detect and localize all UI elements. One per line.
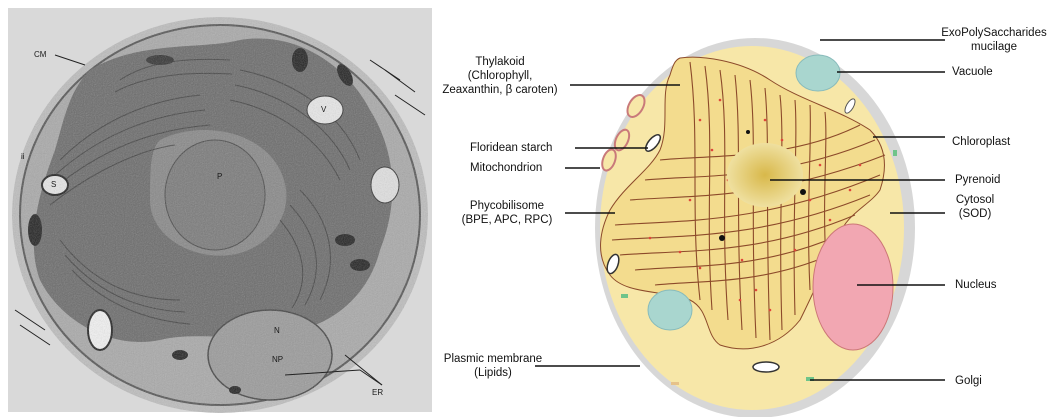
label-golgi: Golgi: [955, 374, 982, 388]
em-label-np: NP: [272, 355, 283, 364]
em-label-ii: ii: [21, 152, 25, 161]
label-cytosol: Cytosol (SOD): [935, 193, 1015, 221]
label-pyrenoid: Pyrenoid: [955, 173, 1000, 187]
vacuole-small: [648, 290, 692, 330]
label-thylakoid: Thylakoid (Chlorophyll, Zeaxanthin, β ca…: [425, 55, 575, 97]
label-chloroplast: Chloroplast: [952, 135, 1010, 149]
label-phycobilisome: Phycobilisome (BPE, APC, RPC): [448, 199, 566, 227]
em-label-v: V: [321, 105, 326, 114]
nucleus: [813, 224, 893, 350]
em-label-s: S: [51, 180, 56, 189]
label-exopolysaccharides: ExoPolySaccharides mucilage: [935, 26, 1053, 54]
schematic-cell: [595, 38, 915, 417]
em-label-n: N: [274, 326, 280, 335]
em-label-p: P: [217, 172, 222, 181]
pyrenoid: [727, 143, 803, 207]
label-floridean-starch: Floridean starch: [470, 141, 552, 155]
label-nucleus: Nucleus: [955, 278, 997, 292]
label-vacuole: Vacuole: [952, 65, 993, 79]
vacuole: [796, 55, 840, 91]
em-label-er: ER: [372, 388, 383, 397]
label-mitochondrion: Mitochondrion: [470, 161, 542, 175]
em-label-cm: CM: [34, 50, 46, 59]
label-plasmic-membrane: Plasmic membrane (Lipids): [443, 352, 543, 380]
